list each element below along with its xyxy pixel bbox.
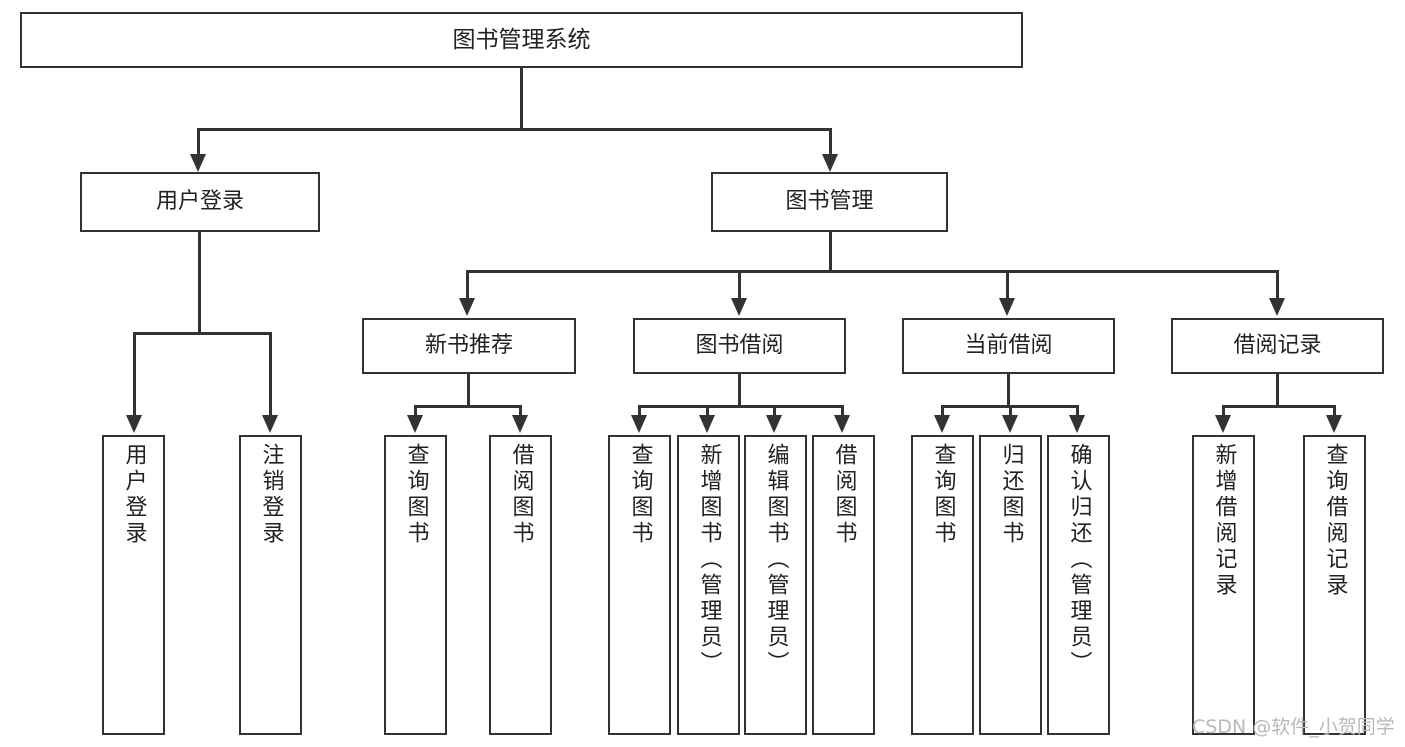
connector-current-borrow-leaf-2 — [1009, 405, 1012, 417]
arrowhead-book-borrow-leaf-2 — [699, 415, 715, 433]
arrowhead-bm-to-borrow-record — [1269, 298, 1285, 316]
leaf-user-login[interactable]: 用户登录 — [102, 435, 165, 735]
connector-borrow-record-leaf-1 — [1222, 405, 1225, 417]
node-label: 新书推荐 — [424, 333, 513, 359]
arrowhead-bm-to-current-borrow — [999, 298, 1015, 316]
arrowhead-new-book-leaf-2 — [512, 415, 528, 433]
leaf-label: 新增借阅记录 — [1211, 443, 1237, 599]
connector-root-to-book-management — [829, 128, 832, 156]
connector-book-borrow-bar — [638, 405, 844, 408]
arrowhead-bm-to-new-book — [459, 298, 475, 316]
connector-bm-to-book-borrow — [738, 270, 741, 300]
csdn-watermark: CSDN @软件_小贺同学 — [1192, 712, 1395, 739]
leaf-label: 新增图书（管理员） — [696, 443, 722, 677]
connector-new-book-bar — [414, 405, 522, 408]
arrowhead-book-borrow-leaf-4 — [834, 415, 850, 433]
leaf-label: 确认归还（管理员） — [1066, 443, 1092, 677]
leaf-confirm-return-admin[interactable]: 确认归还（管理员） — [1047, 435, 1110, 735]
connector-book-borrow-stem — [738, 374, 741, 405]
leaf-add-book-admin[interactable]: 新增图书（管理员） — [677, 435, 740, 735]
node-root-book-management-system[interactable]: 图书管理系统 — [20, 12, 1023, 68]
arrowhead-book-borrow-leaf-1 — [631, 415, 647, 433]
leaf-label: 归还图书 — [998, 443, 1024, 547]
node-label: 当前借阅 — [964, 333, 1053, 359]
leaf-return-book[interactable]: 归还图书 — [979, 435, 1042, 735]
connector-bm-to-new-book — [466, 270, 469, 300]
arrowhead-current-borrow-leaf-1 — [934, 415, 950, 433]
connector-root-stem — [520, 68, 523, 128]
leaf-query-book-borrow[interactable]: 查询图书 — [608, 435, 671, 735]
connector-book-borrow-leaf-4 — [841, 405, 844, 417]
leaf-query-book-current[interactable]: 查询图书 — [911, 435, 974, 735]
leaf-label: 借阅图书 — [508, 443, 534, 547]
connector-current-borrow-leaf-1 — [941, 405, 944, 417]
node-current-borrow[interactable]: 当前借阅 — [902, 318, 1115, 374]
node-book-management[interactable]: 图书管理 — [711, 172, 948, 232]
connector-borrow-record-leaf-2 — [1333, 405, 1336, 417]
arrowhead-root-to-book-management — [822, 154, 838, 172]
node-label: 借阅记录 — [1233, 333, 1322, 359]
leaf-label: 查询图书 — [403, 443, 429, 547]
leaf-label: 编辑图书（管理员） — [763, 443, 789, 677]
connector-user-login-stem — [198, 232, 201, 332]
leaf-logout[interactable]: 注销登录 — [239, 435, 302, 735]
arrowhead-current-borrow-leaf-2 — [1002, 415, 1018, 433]
arrowhead-borrow-record-leaf-1 — [1215, 415, 1231, 433]
connector-bm-to-current-borrow — [1006, 270, 1009, 300]
leaf-label: 查询图书 — [627, 443, 653, 547]
arrowhead-borrow-record-leaf-2 — [1326, 415, 1342, 433]
connector-current-borrow-leaf-3 — [1076, 405, 1079, 417]
connector-user-login-to-leaf-1 — [133, 332, 136, 417]
connector-current-borrow-stem — [1007, 374, 1010, 405]
connector-book-management-stem — [829, 232, 832, 270]
connector-book-management-bar — [466, 270, 1278, 273]
leaf-query-book-recommend[interactable]: 查询图书 — [384, 435, 447, 735]
arrowhead-current-borrow-leaf-3 — [1069, 415, 1085, 433]
arrowhead-bm-to-book-borrow — [731, 298, 747, 316]
arrowhead-user-login-leaf-1 — [126, 415, 142, 433]
leaf-edit-book-admin[interactable]: 编辑图书（管理员） — [744, 435, 807, 735]
connector-user-login-bar — [133, 332, 269, 335]
connector-borrow-record-bar — [1222, 405, 1336, 408]
node-label: 图书管理 — [785, 189, 874, 215]
connector-new-book-leaf-2 — [519, 405, 522, 417]
arrowhead-root-to-user-login — [190, 154, 206, 172]
node-book-borrow[interactable]: 图书借阅 — [633, 318, 846, 374]
node-user-login[interactable]: 用户登录 — [80, 172, 320, 232]
connector-new-book-leaf-1 — [414, 405, 417, 417]
node-new-book-recommend[interactable]: 新书推荐 — [362, 318, 576, 374]
leaf-label: 查询借阅记录 — [1322, 443, 1348, 599]
arrowhead-book-borrow-leaf-3 — [766, 415, 782, 433]
connector-root-to-user-login — [197, 128, 200, 156]
leaf-label: 用户登录 — [121, 443, 147, 547]
leaf-add-borrow-record[interactable]: 新增借阅记录 — [1192, 435, 1255, 735]
leaf-borrow-book[interactable]: 借阅图书 — [812, 435, 875, 735]
node-label: 图书借阅 — [695, 333, 784, 359]
leaf-borrow-book-recommend[interactable]: 借阅图书 — [489, 435, 552, 735]
connector-user-login-to-leaf-2 — [269, 332, 272, 417]
leaf-label: 注销登录 — [258, 443, 284, 547]
node-label: 图书管理系统 — [452, 26, 591, 53]
node-label: 用户登录 — [155, 189, 244, 215]
connector-book-borrow-leaf-1 — [638, 405, 641, 417]
node-borrow-record[interactable]: 借阅记录 — [1171, 318, 1384, 374]
connector-new-book-stem — [467, 374, 470, 405]
connector-root-bar — [197, 128, 831, 131]
connector-bm-to-borrow-record — [1276, 270, 1279, 300]
connector-borrow-record-stem — [1276, 374, 1279, 405]
connector-book-borrow-leaf-3 — [773, 405, 776, 417]
arrowhead-new-book-leaf-1 — [407, 415, 423, 433]
connector-book-borrow-leaf-2 — [706, 405, 709, 417]
leaf-label: 查询图书 — [930, 443, 956, 547]
leaf-query-borrow-record[interactable]: 查询借阅记录 — [1303, 435, 1366, 735]
watermark-text: CSDN @软件_小贺同学 — [1192, 716, 1395, 738]
leaf-label: 借阅图书 — [831, 443, 857, 547]
arrowhead-user-login-leaf-2 — [262, 415, 278, 433]
